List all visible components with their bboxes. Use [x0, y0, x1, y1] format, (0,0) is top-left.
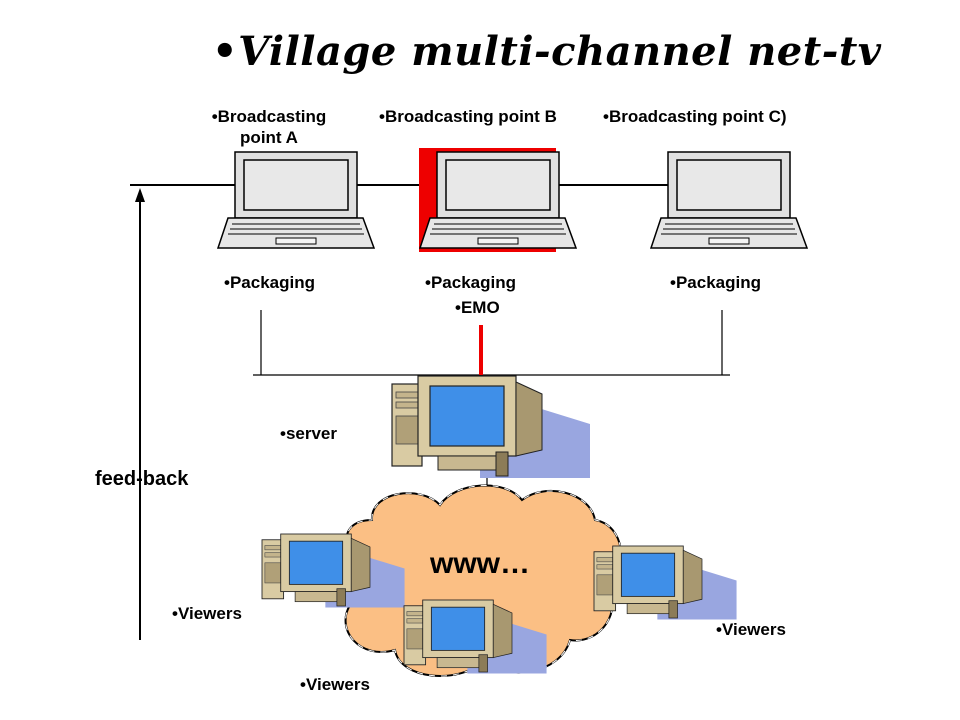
- viewer-right-pc-icon: [593, 545, 737, 620]
- packaging-c-label: •Packaging: [670, 273, 761, 292]
- packaging-b-label: •Packaging: [425, 273, 516, 292]
- viewers-bottom-label: •Viewers: [300, 675, 370, 694]
- server-label: •server: [280, 424, 338, 443]
- emo-label: •EMO: [455, 298, 500, 317]
- laptop-b-icon: [419, 151, 577, 249]
- www-label: www…: [430, 547, 531, 580]
- page-title: •Village multi-channel net-tv: [212, 28, 882, 75]
- feedback-arrowhead: [135, 188, 145, 202]
- feedback-label: feed-back: [95, 468, 189, 490]
- laptop-c-icon: [650, 151, 808, 249]
- broadcast-point-c-label: •Broadcasting point C): [603, 107, 787, 126]
- laptop-a-icon: [217, 151, 375, 249]
- packaging-a-label: •Packaging: [224, 273, 315, 292]
- broadcast-point-b-label: •Broadcasting point B: [379, 107, 557, 126]
- server-pc-icon: [391, 375, 591, 479]
- viewers-right-label: •Viewers: [716, 620, 786, 639]
- broadcast-point-a-label: •Broadcasting point A: [211, 107, 327, 147]
- viewers-left-label: •Viewers: [172, 604, 242, 623]
